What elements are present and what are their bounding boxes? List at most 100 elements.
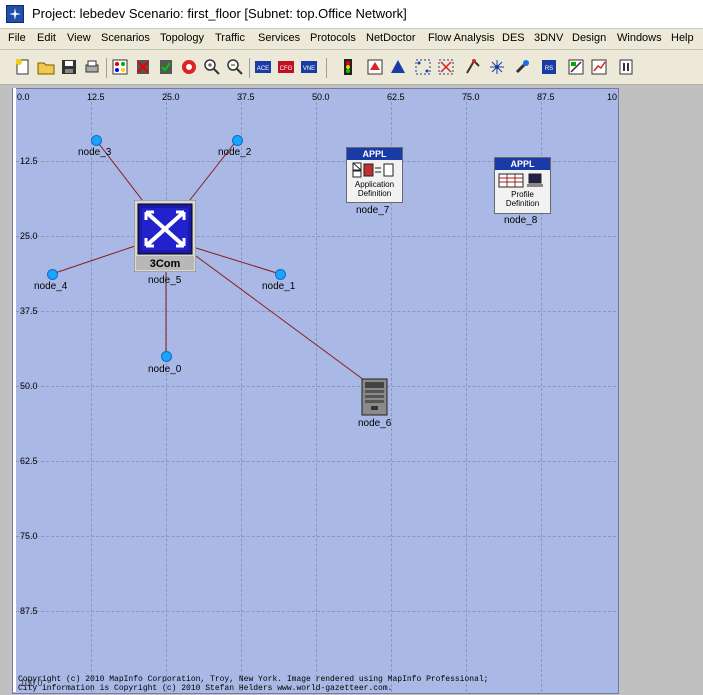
menu-traffic[interactable]: Traffic [215, 32, 245, 44]
grid-line [391, 92, 392, 692]
canvas-left-edge [13, 88, 16, 692]
x-tick-label: 0.0 [17, 92, 30, 102]
menu-topology[interactable]: Topology [160, 32, 205, 44]
grid-line [541, 92, 542, 692]
fail-node-icon[interactable] [134, 58, 152, 76]
app-icon [6, 5, 24, 23]
grid-line [16, 461, 616, 462]
configure-run-icon[interactable] [366, 58, 384, 76]
x-tick-label: 87.5 [537, 92, 555, 102]
node-0-icon[interactable] [161, 351, 172, 362]
zoom-in-icon[interactable] [203, 58, 221, 76]
node-5-label: node_5 [148, 275, 182, 286]
menu-windows[interactable]: Windows [617, 32, 662, 44]
y-tick-label: 37.5 [20, 306, 38, 316]
node-4-label: node_4 [34, 281, 68, 292]
cfg-icon[interactable]: CFG [277, 58, 295, 76]
node-4-icon[interactable] [47, 269, 58, 280]
x-tick-label: 75.0 [462, 92, 480, 102]
menu-view[interactable]: View [67, 32, 91, 44]
y-tick-label: 62.5 [20, 456, 38, 466]
appl-header: APPL [495, 158, 550, 170]
ace-icon[interactable]: ACE [254, 58, 272, 76]
app-def-line1: Application [354, 180, 395, 189]
menu-help[interactable]: Help [671, 32, 694, 44]
deselect-grid-icon[interactable] [437, 58, 455, 76]
toolbar-separator [249, 58, 250, 78]
menu-file[interactable]: File [8, 32, 26, 44]
y-tick-label: 100.0 [20, 678, 43, 688]
title-bar: Project: lebedev Scenario: first_floor [… [0, 0, 703, 29]
switch-brand-label: 3Com [150, 258, 181, 270]
node-1-icon[interactable] [275, 269, 286, 280]
menu-flow-analysis[interactable]: Flow Analysis [428, 32, 495, 44]
grid-line [241, 92, 242, 692]
return-to-parent-icon[interactable] [180, 58, 198, 76]
tools-icon[interactable] [514, 58, 532, 76]
grid-line [166, 92, 167, 692]
link-node4-node5[interactable] [51, 244, 139, 275]
select-grid-icon[interactable] [414, 58, 432, 76]
node-0-label: node_0 [148, 364, 182, 375]
annotation-icon[interactable] [567, 58, 585, 76]
x-tick-label: 62.5 [387, 92, 405, 102]
open-folder-icon[interactable] [37, 58, 55, 76]
rs-icon-label: RS [545, 66, 553, 72]
node-7-label: node_7 [356, 205, 390, 216]
map-copyright-text: Copyright (c) 2010 MapInfo Corporation, … [18, 675, 488, 693]
x-tick-label: 12.5 [87, 92, 105, 102]
window-title: Project: lebedev Scenario: first_floor [… [32, 6, 407, 21]
copyright-line-2: City information is Copyright (c) 2010 S… [18, 684, 393, 693]
node-6-label: node_6 [358, 418, 392, 429]
recover-node-icon[interactable] [157, 58, 175, 76]
zoom-out-icon[interactable] [226, 58, 244, 76]
print-icon[interactable] [83, 58, 101, 76]
node-1-label: node_1 [262, 281, 296, 292]
profile-def-line2: Definition [505, 199, 540, 208]
profile-glyphs-icon [498, 173, 543, 188]
node-6-server-icon[interactable] [361, 378, 388, 416]
node-2-icon[interactable] [232, 135, 243, 146]
link-node2-node5[interactable] [185, 139, 238, 206]
save-icon[interactable] [60, 58, 78, 76]
grid-line [91, 92, 92, 692]
menu-services[interactable]: Services [258, 32, 301, 44]
link-node3-node5[interactable] [95, 139, 147, 206]
node-8-label: node_8 [504, 215, 538, 226]
chart-icon[interactable] [590, 58, 608, 76]
node-3-label: node_3 [78, 147, 112, 158]
node-3-icon[interactable] [91, 135, 102, 146]
grid-line [16, 161, 616, 162]
node-7-application-definition-icon[interactable]: APPL Application Definition [346, 147, 403, 203]
vne-icon[interactable]: VNE [300, 58, 318, 76]
grid-line [16, 311, 616, 312]
menu-3dnv[interactable]: 3DNV [534, 32, 564, 44]
traffic-light-icon[interactable] [339, 58, 357, 76]
link-node6-node5[interactable] [195, 255, 365, 381]
grid-line [16, 536, 616, 537]
menu-protocols[interactable]: Protocols [310, 32, 356, 44]
object-palette-icon[interactable] [111, 58, 129, 76]
rs-icon[interactable]: RS [540, 58, 558, 76]
node-8-profile-definition-icon[interactable]: APPL Profile Definition [494, 157, 551, 214]
view-results-icon[interactable] [389, 58, 407, 76]
toolbar: ACE CFG VNE RS [0, 50, 703, 85]
web-report-icon[interactable] [464, 58, 482, 76]
ace-icon-label: ACE [257, 66, 269, 72]
y-tick-label: 87.5 [20, 606, 38, 616]
menu-des[interactable]: DES [502, 32, 525, 44]
flow-icon[interactable] [488, 58, 506, 76]
vne-icon-label: VNE [303, 66, 315, 72]
menu-edit[interactable]: Edit [37, 32, 56, 44]
link-node1-node5[interactable] [195, 247, 281, 275]
grid-line [16, 236, 616, 237]
menu-netdoctor[interactable]: NetDoctor [366, 32, 416, 44]
menu-scenarios[interactable]: Scenarios [101, 32, 150, 44]
new-project-icon[interactable] [14, 58, 32, 76]
node-5-switch-icon[interactable]: 3Com [133, 199, 197, 273]
info-icon[interactable] [617, 58, 635, 76]
application-glyphs-icon [352, 162, 394, 178]
menu-design[interactable]: Design [572, 32, 607, 44]
grid-line [466, 92, 467, 692]
